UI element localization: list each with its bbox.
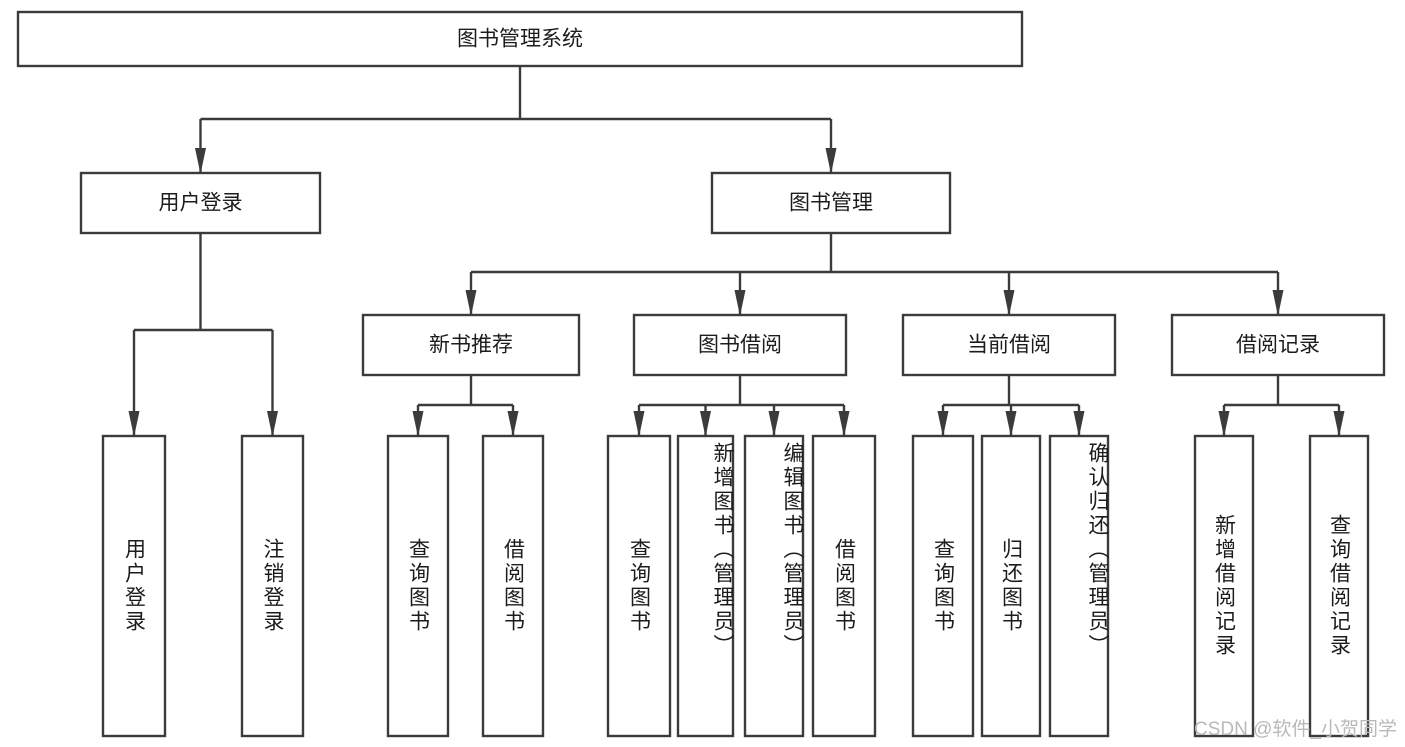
node-box-leaf-add-book-admin[interactable] [676,434,735,738]
arrow-head [633,411,645,437]
node-label-user-login: 用户登录 [159,192,243,215]
node-box-user-login[interactable] [79,171,322,235]
arrow-head [768,411,780,437]
arrow-head [412,411,424,437]
node-label-root: 图书管理系统 [457,28,583,51]
node-box-root[interactable] [16,10,1024,68]
node-label-current-borrow: 当前借阅 [967,334,1051,357]
node-label-book-management: 图书管理 [789,192,873,215]
arrow-head [734,290,746,316]
node-label-new-book-recommend: 新书推荐 [429,334,513,357]
arrow-head [1073,411,1085,437]
node-box-current-borrow[interactable] [901,313,1117,377]
node-box-book-borrow[interactable] [632,313,848,377]
node-box-leaf-query-book-current[interactable] [911,434,975,738]
node-box-leaf-add-borrow-record[interactable] [1193,434,1255,738]
arrow-head [838,411,850,437]
node-box-new-book-recommend[interactable] [361,313,581,377]
arrow-head [128,411,140,437]
node-box-leaf-confirm-return-admin[interactable] [1048,434,1110,738]
watermark: CSDN @软件_小贺同学 [1194,719,1397,740]
node-box-borrow-record[interactable] [1170,313,1386,377]
node-box-leaf-query-book-borrow[interactable] [606,434,672,738]
node-label-borrow-record: 借阅记录 [1236,334,1320,357]
arrow-head [825,148,837,174]
node-box-leaf-return-book[interactable] [980,434,1042,738]
arrow-head [1333,411,1345,437]
arrow-head [937,411,949,437]
node-box-leaf-borrow-book-recommend[interactable] [481,434,545,738]
node-box-leaf-edit-book-admin[interactable] [743,434,805,738]
node-box-leaf-user-login[interactable] [101,434,167,738]
arrow-head [700,411,711,437]
arrow-head [1003,290,1015,316]
arrow-head [267,411,278,437]
node-box-leaf-query-borrow-record[interactable] [1308,434,1370,738]
node-box-leaf-query-book-recommend[interactable] [386,434,450,738]
boxes-layer [16,10,1386,738]
node-label-book-borrow: 图书借阅 [698,334,782,357]
node-box-leaf-borrow-book[interactable] [811,434,877,738]
arrow-head [1005,411,1017,437]
node-box-book-management[interactable] [710,171,952,235]
node-box-leaf-logout[interactable] [240,434,305,738]
connectors-layer [128,66,1345,437]
arrow-head [507,411,519,437]
arrow-head [465,290,477,316]
arrow-head [1272,290,1284,316]
arrow-head [1218,411,1230,437]
arrow-head [195,148,206,174]
